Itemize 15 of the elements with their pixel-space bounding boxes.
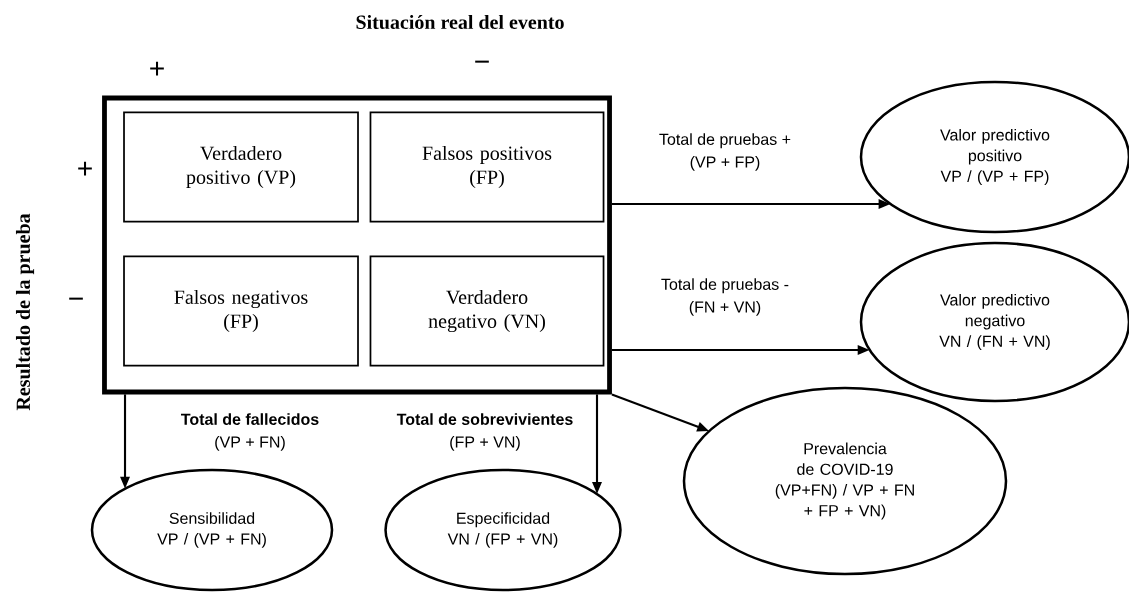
sign-label: + <box>150 61 164 76</box>
axis-title: Resultado de la prueba <box>15 213 35 411</box>
sign-label: + <box>78 161 92 176</box>
sign-label: − <box>69 297 83 300</box>
title: Situación real del evento <box>356 14 564 30</box>
edge-label: Total de pruebas - (FN + VN) <box>661 278 789 316</box>
matrix-frame <box>102 95 612 395</box>
cell-box: Falsos negativos (FP) <box>123 255 359 367</box>
cell-box: Verdadero positivo (VP) <box>123 111 359 223</box>
cell-box: Verdadero negativo (VN) <box>369 255 605 367</box>
cell-box: Falsos positivos (FP) <box>369 111 605 223</box>
edge-label: Total de sobrevivientes (FP + VN) <box>396 413 573 451</box>
edge-label: Total de pruebas + (VP + FP) <box>659 133 791 171</box>
sign-label: − <box>475 60 489 63</box>
edge-label: Total de fallecidos (VP + FN) <box>181 413 319 451</box>
